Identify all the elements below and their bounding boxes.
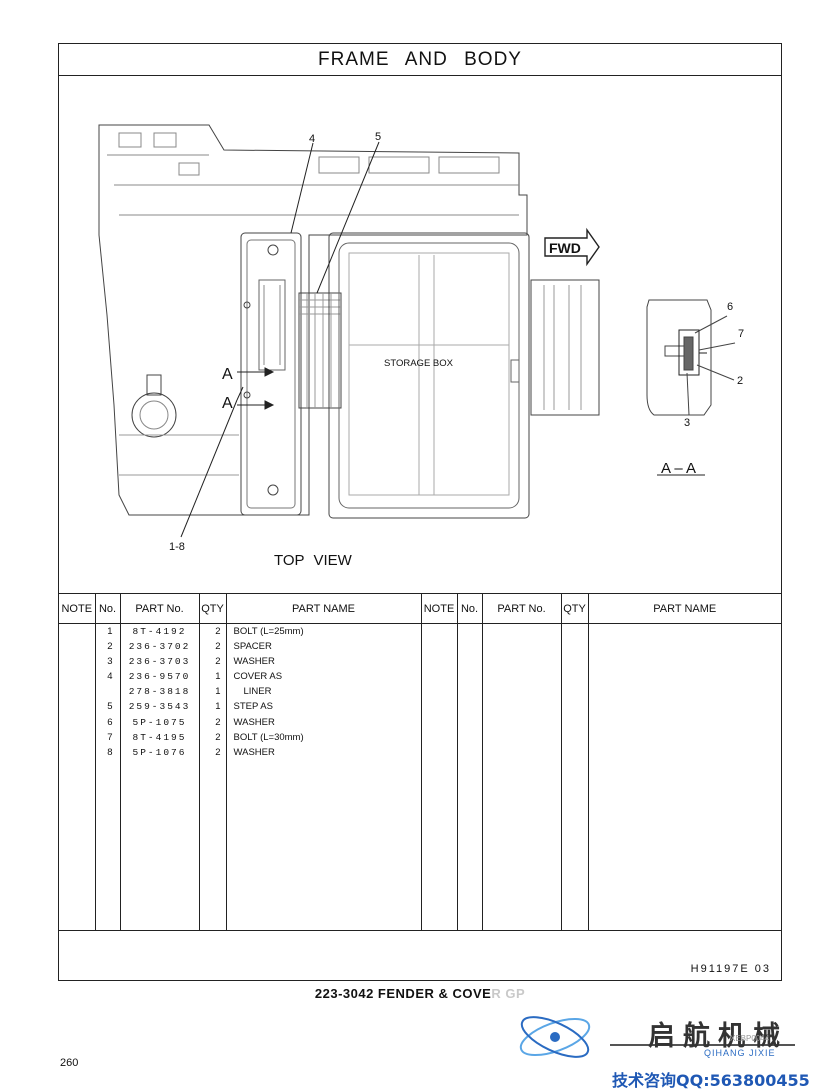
col-no-2: No. <box>457 593 483 624</box>
table-cell <box>99 684 113 699</box>
table-cell: SPACER <box>233 641 272 653</box>
table-header-row: NOTE No. PART No. QTY PART NAME NOTE No.… <box>59 593 781 624</box>
part-no-cells-2 <box>482 623 562 930</box>
parts-sheet-frame: FRAME AND BODY <box>58 43 782 981</box>
table-cell: 6 <box>107 716 113 728</box>
table-cell: 2 <box>215 746 221 758</box>
table-cell: 5P-1075 <box>132 716 187 728</box>
table-cell: LINER <box>243 686 272 698</box>
brand-name-cn: 启航机械 <box>648 1021 788 1052</box>
table-cell: COVER AS <box>233 671 283 683</box>
group-caption: 223-3042 FENDER & COVER GP <box>0 986 840 1001</box>
table-cell: WASHER <box>233 656 275 668</box>
table-cell: 236-3703 <box>128 656 191 668</box>
col-qty: QTY <box>199 593 227 624</box>
section-callout-2: 2 <box>737 375 744 387</box>
note-cells <box>59 623 96 930</box>
table-cell: WASHER <box>233 716 275 728</box>
table-cell: 8T-4195 <box>132 731 187 743</box>
col-note: NOTE <box>59 593 96 624</box>
col-part-no-2: PART No. <box>482 593 562 624</box>
table-cell: 1 <box>215 701 221 713</box>
callout-4: 4 <box>309 133 316 145</box>
col-part-no: PART No. <box>120 593 200 624</box>
caption-faded: R GP <box>491 986 526 1001</box>
table-cell: 4 <box>107 671 113 683</box>
table-cell: 2 <box>215 641 221 653</box>
fwd-label: FWD <box>549 240 581 256</box>
table-cell: 8T-4192 <box>132 626 187 637</box>
callout-5: 5 <box>375 131 382 143</box>
table-cell: 2 <box>215 731 221 743</box>
note-cells-2 <box>421 623 458 930</box>
table-cell: 2 <box>215 656 221 668</box>
table-body-row: 1 2 3 4 5 6 7 8 8T-4192 236-3702 236-370… <box>59 623 781 931</box>
section-callout-7: 7 <box>738 328 745 340</box>
table-cell: 2 <box>107 641 113 653</box>
table-cell: 5 <box>107 701 113 713</box>
table-cell: 8 <box>107 746 113 758</box>
qty-cells: 2 2 2 1 1 1 2 2 2 <box>199 623 227 930</box>
part-name-cells-2 <box>588 624 781 931</box>
table-cell: 3 <box>107 656 113 668</box>
reference-code: H91197E 03 <box>690 963 771 975</box>
brand-code: XEBP0044 <box>730 1034 770 1043</box>
part-name-cells: BOLT (L=25mm) SPACER WASHER COVER AS LIN… <box>226 623 422 930</box>
table-cell: 236-9570 <box>128 671 191 683</box>
exploded-drawing: 4 5 1-8 A A FWD STORAGE BOX TOP VIEW A –… <box>59 75 781 594</box>
frame-body-top-view-drawing <box>98 124 736 538</box>
table-cell: 1 <box>107 626 113 637</box>
col-qty-2: QTY <box>561 593 589 624</box>
parts-list-table: NOTE No. PART No. QTY PART NAME NOTE No.… <box>59 593 781 930</box>
section-callout-6: 6 <box>727 301 734 313</box>
callout-1-8: 1-8 <box>169 541 185 553</box>
table-cell: 278-3818 <box>128 686 191 698</box>
storage-box-label: STORAGE BOX <box>384 358 453 369</box>
page-number: 260 <box>60 1057 79 1069</box>
page-title: FRAME AND BODY <box>59 44 781 76</box>
table-cell: STEP AS <box>233 701 273 713</box>
section-view-label: A – A <box>661 460 697 477</box>
col-part-name-2: PART NAME <box>588 593 781 624</box>
section-label-a-upper: A <box>222 366 233 383</box>
part-no-cells: 8T-4192 236-3702 236-3703 236-9570 278-3… <box>120 623 200 930</box>
section-callout-3: 3 <box>684 417 691 429</box>
top-view-label: TOP VIEW <box>274 552 352 569</box>
brand-name-pinyin: QIHANG JIXIE <box>704 1048 776 1058</box>
caption-main: 223-3042 FENDER & COVE <box>314 986 492 1001</box>
col-part-name: PART NAME <box>226 593 422 624</box>
table-cell: 1 <box>215 686 221 698</box>
table-cell: WASHER <box>233 746 275 758</box>
col-no: No. <box>95 593 121 624</box>
table-cell: 236-3702 <box>128 641 191 653</box>
qty-cells-2 <box>561 623 589 930</box>
table-cell: 259-3543 <box>128 701 191 713</box>
contact-watermark: 技术咨询QQ:563800455 <box>612 1071 810 1090</box>
table-cell: BOLT (L=30mm) <box>233 731 304 743</box>
brand-logo-icon <box>519 1016 795 1058</box>
no-cells-2 <box>457 623 483 930</box>
section-label-a-lower: A <box>222 395 233 412</box>
no-cells: 1 2 3 4 5 6 7 8 <box>95 623 121 930</box>
footer-band: H91197E 03 <box>59 930 781 983</box>
table-cell: 5P-1076 <box>132 746 187 758</box>
table-cell: BOLT (L=25mm) <box>233 626 304 637</box>
table-cell: 7 <box>107 731 113 743</box>
col-note-2: NOTE <box>421 593 458 624</box>
table-cell: 1 <box>215 671 221 683</box>
table-cell: 2 <box>215 626 221 637</box>
table-cell: 2 <box>215 716 221 728</box>
